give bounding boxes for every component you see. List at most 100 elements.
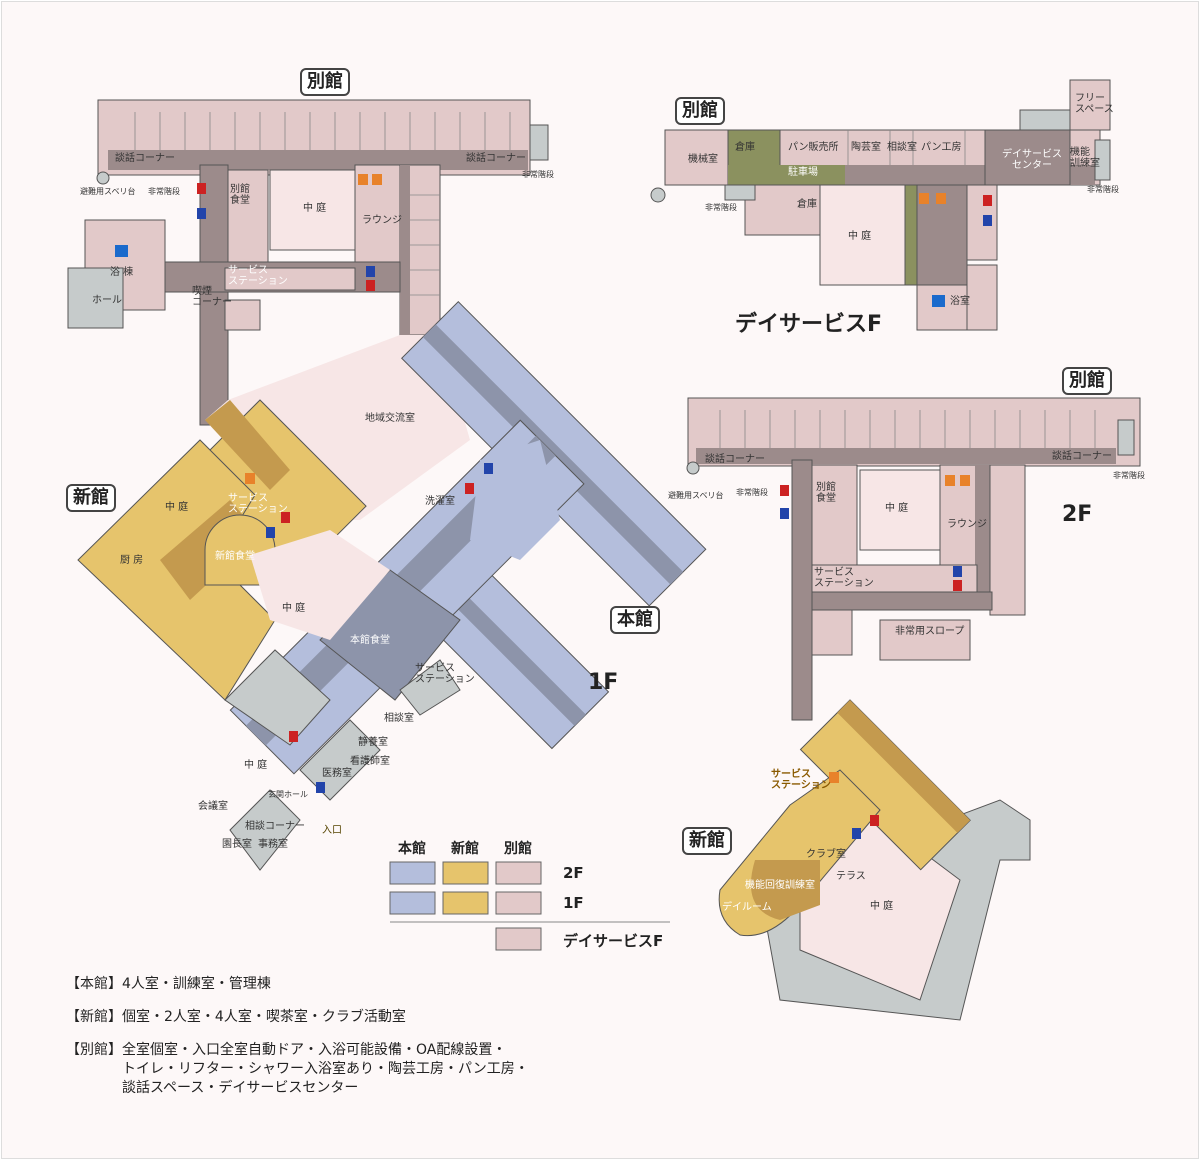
legend-honkan-1f (389, 891, 436, 915)
room-label: 相談コーナー (245, 821, 305, 832)
legend-swatches (389, 861, 670, 951)
building-tag-bekkan-1f: 別館 (300, 68, 350, 96)
room-label: 機械室 (688, 154, 718, 165)
room-label: 会議室 (198, 801, 228, 812)
floor-label-1f: 1F (588, 670, 619, 695)
note-bekkan: 【別館】全室個室・入口全室自動ドア・入浴可能設備・OA配線設置・トイレ・リフター… (66, 1041, 529, 1098)
room-label: 避難用スベリ台 (668, 491, 724, 500)
legend-honkan-2f (389, 861, 436, 885)
shinkan-1f (77, 399, 390, 746)
room-label: 非常階段 (736, 488, 768, 497)
building-tag-shinkan-1f: 新館 (66, 484, 116, 512)
room-label: 中 庭 (303, 203, 327, 214)
room-label: デイルーム (722, 902, 772, 913)
room-label: 駐車場 (788, 167, 818, 178)
room-label: パン工房 (921, 142, 962, 153)
room-label: 中 庭 (244, 760, 268, 771)
legend-header-shinkan: 新館 (451, 841, 479, 857)
legend-shinkan-1f (442, 891, 489, 915)
honkan-1f (229, 301, 707, 871)
legend-row-2f: 2F (563, 864, 584, 882)
room-label: 機能回復訓練室 (745, 880, 815, 891)
bekkan-2f (686, 397, 1141, 721)
note-text: 全室個室・入口全室自動ドア・入浴可能設備・OA配線設置・ (122, 1042, 507, 1058)
room-label: 厨 房 (120, 555, 144, 566)
room-label: 浴 棟 (110, 267, 134, 278)
room-label: サービス ステーション (415, 663, 475, 685)
room-label: 非常用スロープ (895, 626, 965, 637)
legend-bekkan-1f (495, 891, 542, 915)
room-label: 地域交流室 (365, 413, 415, 424)
room-label: 玄関ホール (268, 790, 308, 799)
note-key: 【本館】 (66, 976, 122, 992)
room-label: 中 庭 (885, 503, 909, 514)
room-label: 談話コーナー (466, 153, 526, 164)
room-label: 事務室 (258, 839, 288, 850)
building-tag-bekkan-2f: 別館 (1062, 367, 1112, 395)
room-label: 別館 食堂 (816, 482, 836, 504)
room-label: 新館食堂 (215, 551, 255, 562)
room-label: テラス (836, 871, 866, 882)
building-tag-bekkan-ds: 別館 (675, 97, 725, 125)
room-label: 非常階段 (1113, 471, 1145, 480)
room-label: 避難用スベリ台 (80, 187, 136, 196)
note-honkan: 【本館】4人室・訓練室・管理棟 (66, 975, 271, 994)
legend-header-honkan: 本館 (398, 841, 426, 857)
room-label: 医務室 (322, 768, 352, 779)
room-label: パン販売所 (788, 142, 839, 153)
room-label: 別館 食堂 (230, 184, 250, 206)
note-text: 談話スペース・デイサービスセンター (122, 1080, 359, 1096)
bekkan-1f (67, 99, 549, 520)
room-label: 陶芸室 (851, 142, 881, 153)
room-label: 静養室 (358, 737, 388, 748)
building-tag-shinkan-2f: 新館 (682, 827, 732, 855)
legend-header-bekkan: 別館 (504, 841, 532, 857)
room-label: サービス ステーション (771, 769, 831, 791)
shinkan-2f (718, 699, 1031, 1021)
room-label: 非常階段 (148, 187, 180, 196)
room-label: 談話コーナー (115, 153, 175, 164)
floor-label-2f: 2F (1062, 502, 1093, 527)
entrance-label: 入口 (322, 825, 342, 836)
note-shinkan: 【新館】個室・2人室・4人室・喫茶室・クラブ活動室 (66, 1008, 406, 1027)
bekkan-dayservice (650, 79, 1111, 331)
room-label: 談話コーナー (1052, 451, 1112, 462)
room-label: 喫煙 コーナー (192, 286, 232, 308)
legend-shinkan-2f (442, 861, 489, 885)
room-label: 中 庭 (282, 603, 306, 614)
room-label: 浴室 (950, 296, 970, 307)
legend-row-1f: 1F (563, 894, 584, 912)
room-label: フリー スペース (1075, 93, 1114, 115)
legend-bekkan-ds (495, 927, 542, 951)
room-label: 談話コーナー (705, 454, 765, 465)
note-key: 【別館】 (66, 1042, 122, 1058)
room-label: サービス ステーション (228, 493, 288, 515)
room-label: 相談室 (887, 142, 917, 153)
room-label: 看護師室 (350, 756, 390, 767)
room-label: ラウンジ (362, 215, 402, 226)
legend-bekkan-2f (495, 861, 542, 885)
room-label: サービス ステーション (228, 265, 288, 287)
room-label: サービス ステーション (814, 567, 874, 589)
building-tag-honkan-1f: 本館 (610, 606, 660, 634)
room-label: 本館食堂 (350, 635, 390, 646)
room-label: 倉庫 (797, 199, 817, 210)
room-label: 洗濯室 (425, 496, 455, 507)
note-text: トイレ・リフター・シャワー入浴室あり・陶芸工房・パン工房・ (122, 1061, 529, 1077)
room-label: デイサービス センター (1002, 149, 1062, 171)
room-label: ラウンジ (947, 519, 987, 530)
room-label: 園長室 (222, 839, 252, 850)
room-label: 非常階段 (1087, 185, 1119, 194)
floor-label-dayservice: デイサービスF (735, 312, 883, 337)
room-label: 中 庭 (165, 502, 189, 513)
note-key: 【新館】 (66, 1009, 122, 1025)
room-label: 中 庭 (870, 901, 894, 912)
courtyard (269, 169, 356, 251)
room-label: 機能 訓練室 (1070, 147, 1100, 169)
note-text: 個室・2人室・4人室・喫茶室・クラブ活動室 (122, 1009, 406, 1025)
note-text: 4人室・訓練室・管理棟 (122, 976, 271, 992)
room-label: 相談室 (384, 713, 414, 724)
legend-row-dayservice: デイサービスF (563, 932, 664, 950)
room-label: 非常階段 (705, 203, 737, 212)
